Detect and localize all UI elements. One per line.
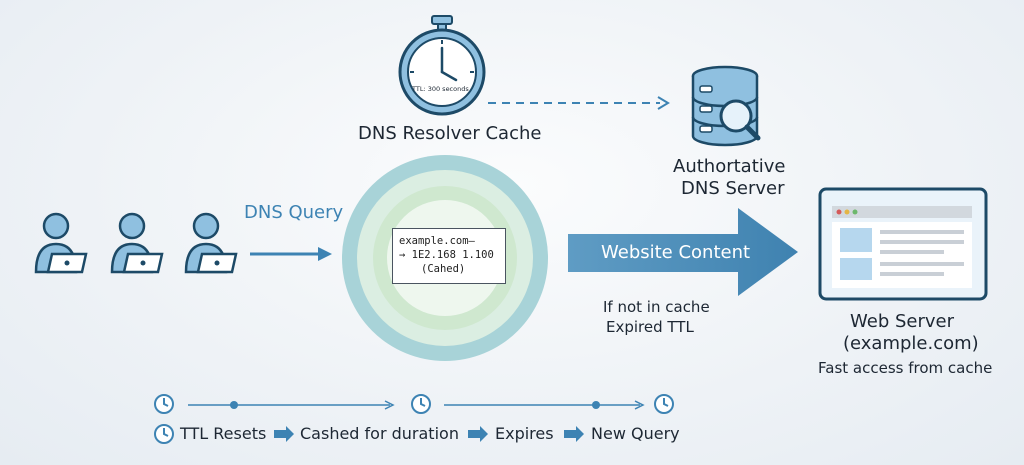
stopwatch-icon (398, 15, 486, 116)
query-arrow-head (318, 247, 332, 261)
cache-entry-domain: example.com— (399, 235, 475, 247)
clock-icon (154, 424, 174, 444)
user-laptop-icon (184, 212, 238, 274)
user-laptop-icon (34, 212, 88, 274)
step-arrow (274, 426, 294, 442)
browser-window-icon (818, 187, 988, 301)
timeline-step-ttl-resets: TTL Resets (180, 424, 267, 443)
timeline-track (188, 400, 645, 410)
timeline-step-expires: Expires (495, 424, 554, 443)
clock-icon (654, 394, 674, 414)
web-server-domain: (example.com) (843, 333, 979, 354)
cache-entry-card: example.com— → 1E2.168 1.100 (Cahed) (392, 228, 506, 284)
cache-entry-status: (Cahed) (421, 263, 466, 275)
step-arrow (564, 426, 584, 442)
clock-icon (411, 394, 431, 414)
timeline-step-new-query: New Query (591, 424, 680, 443)
content-arrow-label: Website Content (601, 242, 751, 263)
web-server-label: Web Server (850, 311, 954, 332)
clock-icon (154, 394, 174, 414)
timeline-step-cached: Cashed for duration (300, 424, 459, 443)
dashed-connector-head (657, 96, 670, 110)
database-search-icon (691, 65, 761, 147)
step-arrow (468, 426, 488, 442)
user-laptop-icon (110, 212, 164, 274)
web-server-note: Fast access from cache (818, 359, 993, 377)
cache-entry-address: → 1E2.168 1.100 (399, 249, 494, 261)
content-arrow (568, 208, 798, 296)
resolver-label: DNS Resolver Cache (358, 123, 542, 144)
miss-note-line-2: Expired TTL (606, 318, 694, 336)
timer-text: TTL: 300 seconds (412, 85, 469, 93)
query-label: DNS Query (244, 202, 344, 223)
authoritative-label-1: Authortative (673, 156, 786, 177)
miss-note-line-1: If not in cache (603, 298, 710, 316)
authoritative-label-2: DNS Server (681, 178, 785, 199)
